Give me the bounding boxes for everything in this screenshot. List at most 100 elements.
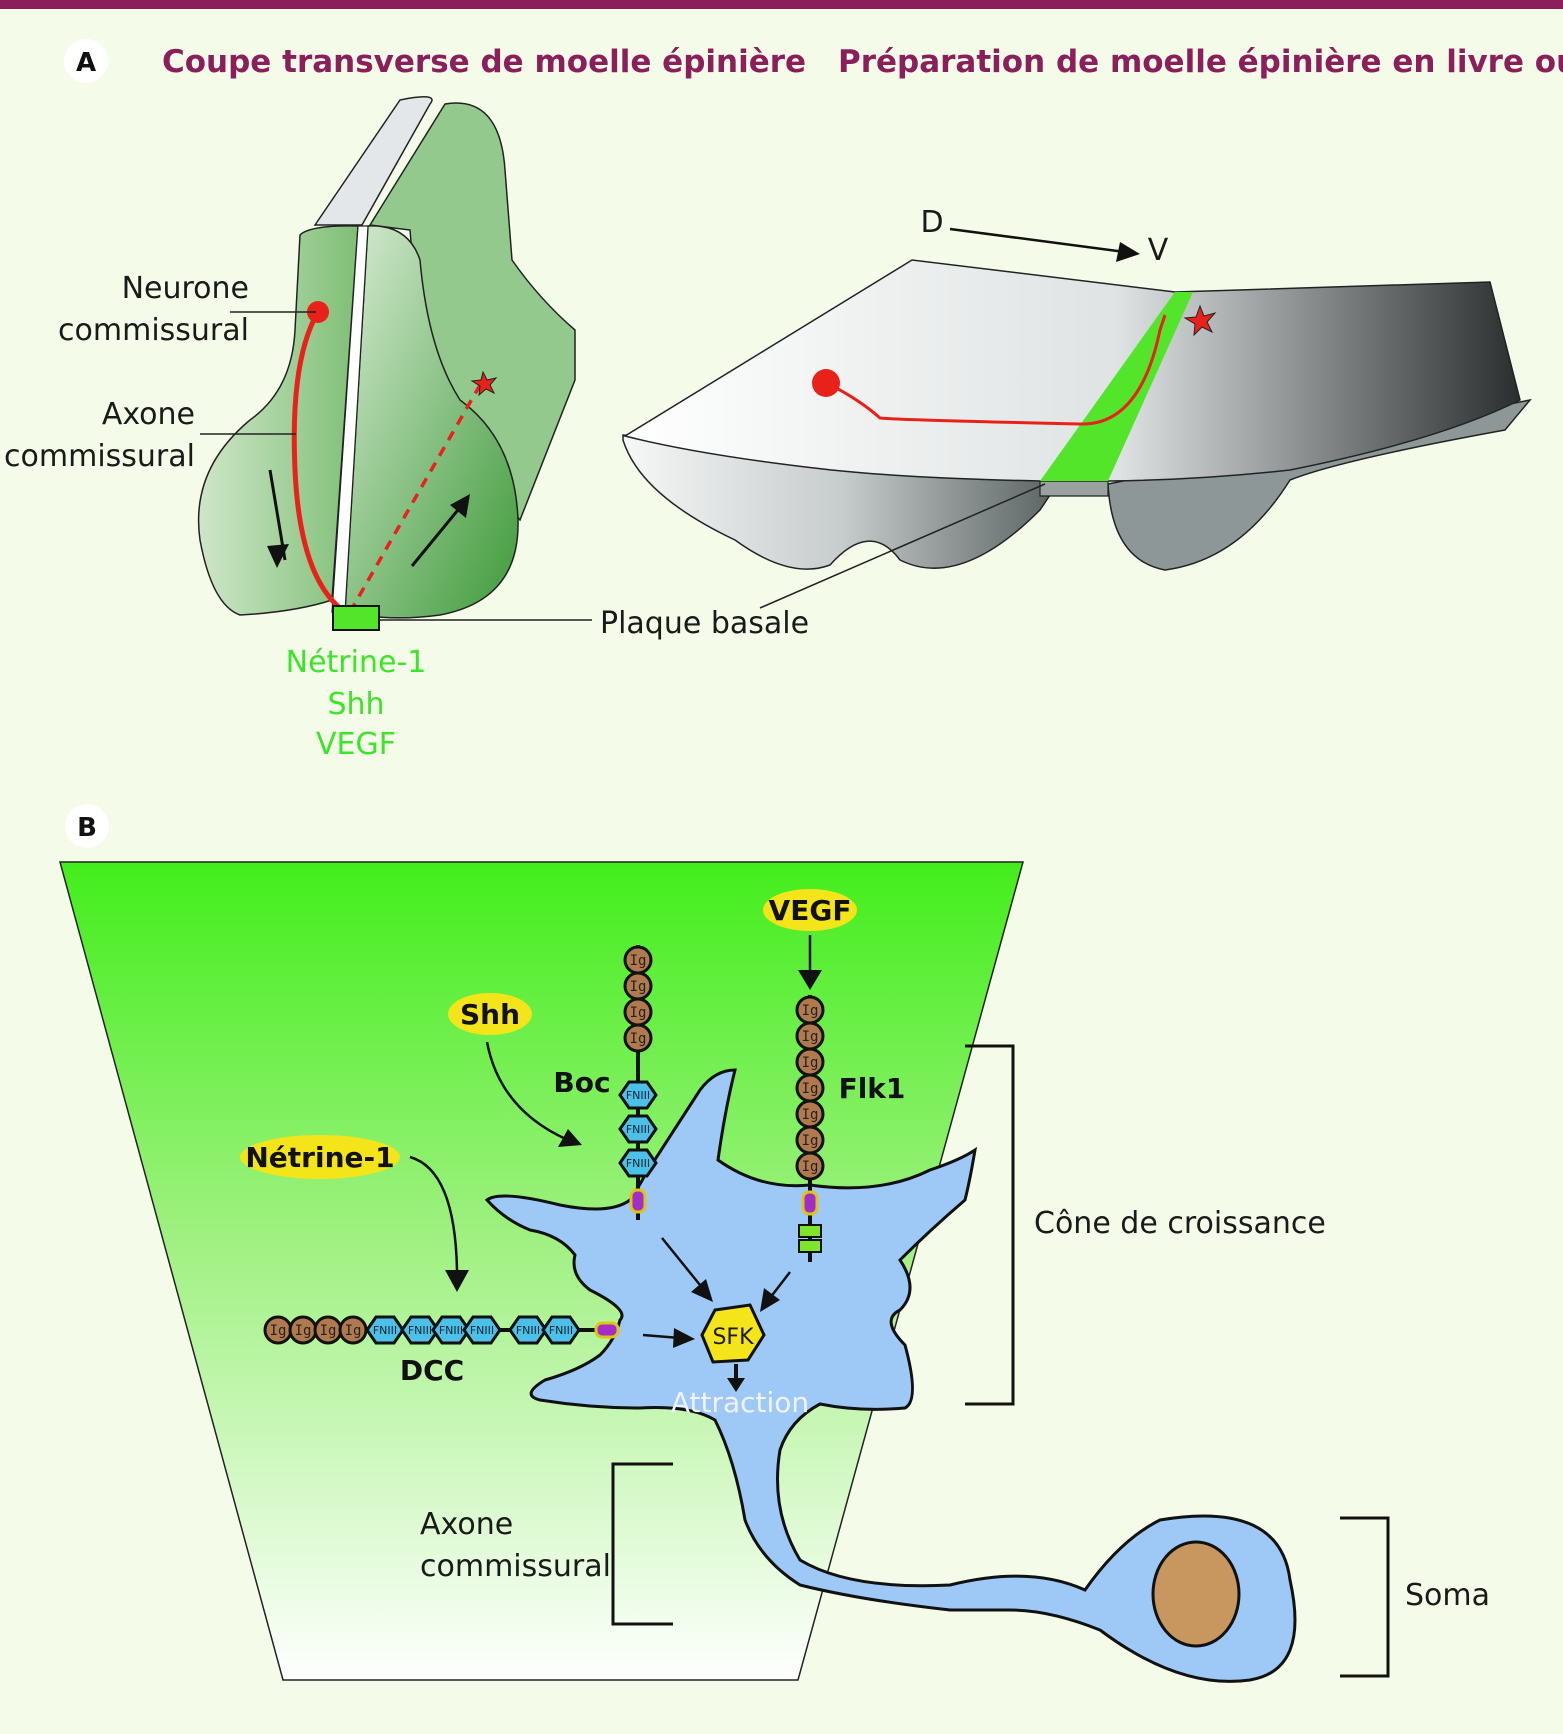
panel-a-right-title: Préparation de moelle épinière en livre … — [838, 44, 1563, 80]
book-right-underside — [1107, 398, 1532, 571]
growth-cone-bracket — [965, 1044, 1015, 1406]
book-top-surface — [623, 259, 1521, 482]
gradient-field — [59, 861, 1024, 1681]
dcc-transmembrane — [594, 1321, 620, 1339]
cue-netrin: Nétrine-1 — [286, 645, 427, 680]
ligand-netrin-label: Nétrine-1 — [245, 1141, 394, 1174]
dcc-to-sfk-head — [673, 1328, 695, 1348]
axis-dorsal-label: D — [920, 205, 943, 240]
arrow-down-head — [267, 544, 289, 568]
panel-b-badge — [65, 804, 109, 848]
ig-domain-label: Ig — [802, 1081, 819, 1097]
netrin-arrow — [409, 1155, 459, 1271]
commissural-neuron — [307, 301, 329, 323]
boc-transmembrane — [629, 1188, 647, 1214]
boc-to-sfk-head — [691, 1279, 713, 1302]
soma-label: Soma — [1405, 1578, 1490, 1613]
axon-bracket — [611, 1462, 673, 1626]
fniii-domain — [618, 1148, 658, 1178]
axon-crossed-path — [348, 384, 482, 613]
ig-domain — [623, 1023, 653, 1053]
flk1-kinase-2 — [798, 1239, 822, 1253]
ig-domain-label: Ig — [802, 1159, 819, 1175]
book-floor-plate — [1040, 292, 1193, 481]
boc-label: Boc — [553, 1066, 610, 1099]
fniii-domain-label: FNIII — [626, 1157, 650, 1170]
boc-fn-domains: FNIII FNIII FNIII — [618, 1080, 658, 1178]
section-top-left-face — [313, 96, 433, 226]
plaque-basale-label: Plaque basale — [600, 606, 809, 641]
header-bar — [0, 0, 1563, 9]
axon-label-line1: Axone — [420, 1507, 513, 1542]
fniii-domain-label: FNIII — [626, 1089, 650, 1102]
ig-domain-label: Ig — [630, 1031, 647, 1047]
nucleus — [1151, 1540, 1241, 1648]
attraction-label: Attraction — [671, 1386, 809, 1419]
soma-bracket — [1340, 1516, 1390, 1678]
ig-domain-label: Ig — [630, 979, 647, 995]
neurone-label-line1: Neurone — [122, 271, 249, 306]
commissural-axon — [291, 310, 347, 615]
book-axon — [826, 314, 1167, 426]
fniii-domain — [462, 1315, 502, 1345]
cue-shh: Shh — [327, 687, 384, 722]
arrow-up-head — [450, 494, 470, 518]
axon-target-star — [470, 370, 498, 397]
ig-domain-label: Ig — [295, 1323, 312, 1339]
ig-domain-label: Ig — [802, 1107, 819, 1123]
fniii-domain-label: FNIII — [626, 1123, 650, 1136]
ligand-vegf — [763, 889, 857, 931]
neurone-label-line2: commissural — [58, 313, 249, 348]
fniii-domain — [618, 1080, 658, 1110]
open-book-preparation — [622, 227, 1532, 609]
fniii-domain-label: FNIII — [439, 1324, 463, 1337]
shh-arrow — [485, 1041, 569, 1142]
ig-domain-label: Ig — [320, 1323, 337, 1339]
fniii-domain-label: FNIII — [516, 1324, 540, 1337]
flk1-to-sfk-arrow — [769, 1271, 791, 1299]
netrin-arrow-head — [445, 1270, 469, 1292]
fniii-domain-label: FNIII — [408, 1324, 432, 1337]
dcc-fn-domains: FNIII FNIII FNIII FNIII FNIII FNIII — [365, 1315, 581, 1345]
dcc-label: DCC — [400, 1354, 464, 1387]
book-neuron — [812, 369, 840, 397]
book-target-star — [1183, 304, 1217, 337]
floor-plate — [332, 605, 380, 631]
neuron-outline — [484, 1068, 1297, 1683]
ig-domain-label: Ig — [345, 1323, 362, 1339]
ig-domain-label: Ig — [630, 953, 647, 969]
axone-label-line2: commissural — [4, 439, 195, 474]
panel-b-label: B — [77, 813, 97, 843]
ligand-vegf-label: VEGF — [769, 894, 852, 927]
section-right-half — [344, 225, 519, 619]
sfk-label: SFK — [712, 1325, 754, 1350]
panel-a-label: A — [76, 48, 96, 78]
vegf-arrow-head — [798, 970, 822, 990]
arrow-up-line — [410, 504, 464, 567]
ligand-shh-label: Shh — [460, 998, 520, 1031]
boc-to-sfk-arrow — [661, 1237, 701, 1286]
growth-cone-label: Cône de croissance — [1034, 1206, 1326, 1241]
fniii-domain — [541, 1315, 581, 1345]
fniii-domain-label: FNIII — [549, 1324, 573, 1337]
fniii-domain-label: FNIII — [373, 1324, 397, 1337]
dv-arrow-head — [1116, 242, 1140, 262]
ligand-netrin — [240, 1135, 400, 1179]
flk1-to-sfk-head — [760, 1288, 780, 1312]
ig-domain-label: Ig — [802, 1003, 819, 1019]
ig-domain-label: Ig — [802, 1055, 819, 1071]
axis-ventral-label: V — [1148, 233, 1169, 268]
cue-vegf: VEGF — [316, 727, 396, 762]
book-floorplate-leader — [759, 483, 1046, 609]
fniii-domain-label: FNIII — [470, 1324, 494, 1337]
ig-domain — [795, 1151, 825, 1181]
ligand-shh — [448, 993, 532, 1035]
sfk-hexagon — [700, 1303, 766, 1364]
